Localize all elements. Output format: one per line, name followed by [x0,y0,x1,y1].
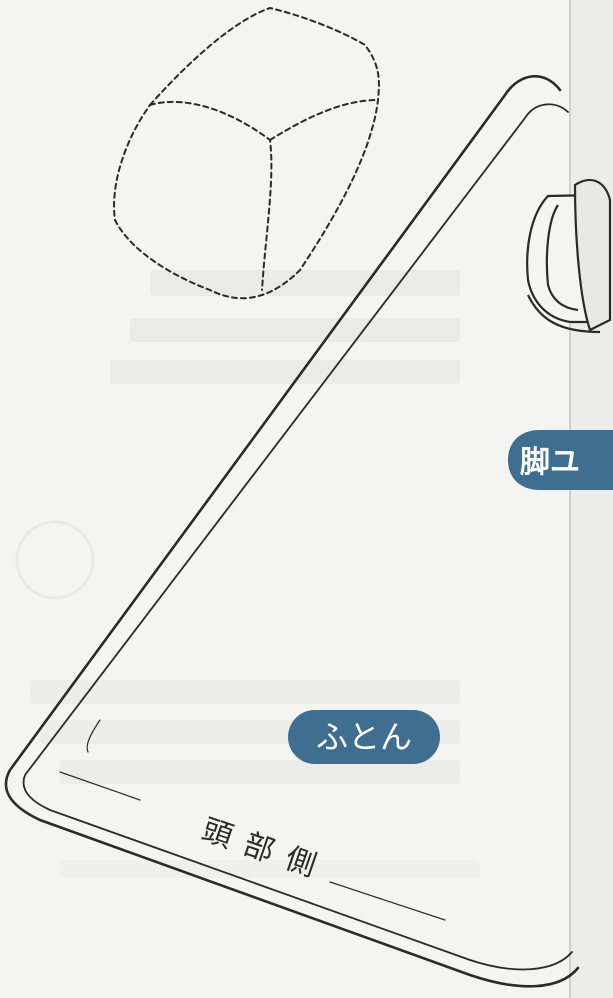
background-bleed-through [15,270,480,878]
leg-unit-illustration [526,178,612,334]
futon-label-text: ふとん [316,718,412,756]
leg-unit-label: 脚ユ [508,430,613,490]
futon-label: ふとん [288,710,440,764]
right-page-edge [570,0,613,998]
pillow-dashed-outline [113,6,380,300]
leg-unit-label-text: 脚ユ [520,445,580,480]
futon-outline [4,74,580,988]
